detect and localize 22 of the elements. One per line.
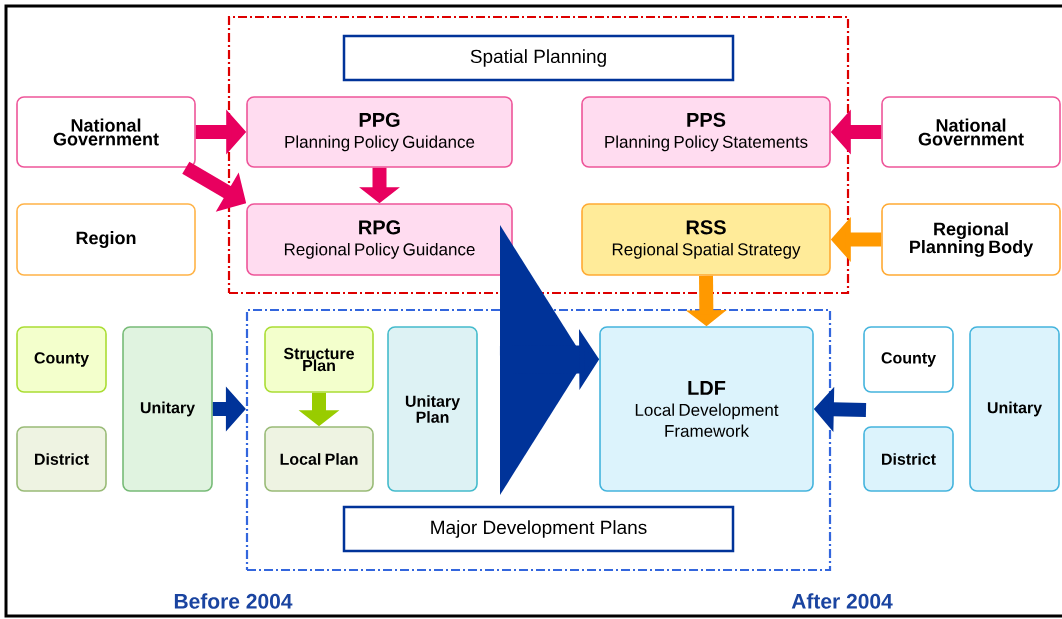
plan-box: PPG Planning Policy Guidance bbox=[246, 96, 513, 168]
period-label: Before 2004 bbox=[174, 593, 293, 609]
authority-box: County bbox=[863, 326, 954, 393]
authority-box: District bbox=[16, 426, 107, 492]
authority-box: District bbox=[863, 426, 954, 492]
authority-box: Structure Plan bbox=[264, 326, 374, 393]
plan-box: RPG Regional Policy Guidance bbox=[246, 203, 513, 276]
heading-box: Spatial Planning bbox=[342, 34, 735, 82]
authority-box: Unitary bbox=[122, 326, 213, 492]
authority-box: Regional Planning Body bbox=[881, 203, 1061, 276]
authority-box: National Government bbox=[16, 96, 196, 168]
plan-box: PPS Planning Policy Statements bbox=[581, 96, 831, 168]
plan-box: RSS Regional Spatial Strategy bbox=[581, 203, 831, 276]
authority-box: Unitary bbox=[969, 326, 1060, 492]
heading-box: Major Development Plans bbox=[342, 505, 735, 553]
authority-box: Region bbox=[16, 203, 196, 276]
authority-box: National Government bbox=[881, 96, 1061, 168]
period-label: After 2004 bbox=[791, 593, 893, 609]
authority-box: County bbox=[16, 326, 107, 393]
authority-box: Unitary Plan bbox=[387, 326, 478, 492]
plan-box: LDF Local Development Framework bbox=[599, 326, 814, 492]
authority-box: Local Plan bbox=[264, 426, 374, 492]
